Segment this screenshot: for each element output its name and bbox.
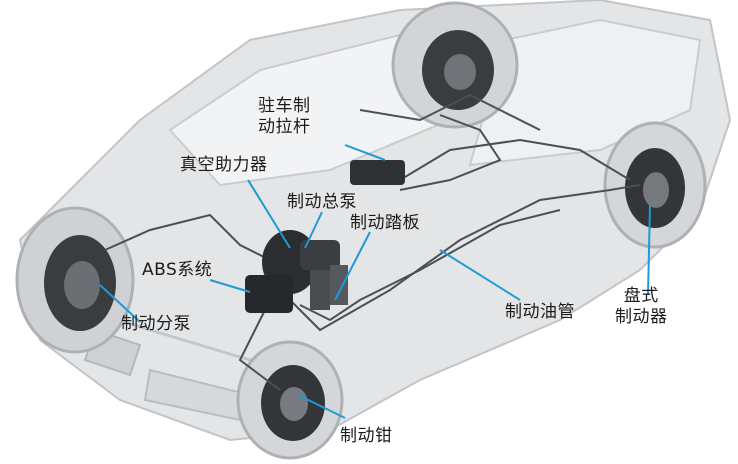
brake-component-cluster [245, 160, 405, 313]
leader-vacuum-booster [247, 179, 291, 249]
label-abs-system: ABS系统 [142, 260, 213, 280]
leader-caliper [297, 394, 346, 419]
label-disc-brake-line2: 制动器 [615, 307, 668, 327]
leader-disc-brake [647, 204, 651, 296]
brake-lines [104, 93, 641, 391]
front-left-wheel [15, 206, 135, 354]
car-body [18, 0, 732, 442]
leader-brake-line [439, 249, 521, 301]
label-parking-brake-line1: 驻车制 [258, 96, 311, 116]
label-brake-line: 制动油管 [505, 302, 575, 322]
label-parking-brake-line2: 动拉杆 [258, 117, 311, 137]
leader-parking-brake [344, 144, 386, 161]
label-vacuum-booster: 真空助力器 [180, 155, 268, 175]
leader-wheel-cylinder [99, 284, 141, 323]
rear-right-wheel [603, 121, 707, 249]
label-parking-brake-lever: 驻车制 动拉杆 [258, 96, 311, 138]
rear-left-wheel [391, 1, 519, 129]
label-disc-brake-line1: 盘式 [623, 286, 659, 306]
label-brake-caliper: 制动钳 [340, 426, 393, 446]
label-wheel-cylinder: 制动分泵 [121, 314, 191, 334]
leader-master-cylinder [304, 211, 323, 249]
leader-lines [99, 144, 651, 419]
front-right-wheel [236, 340, 344, 460]
label-master-cylinder: 制动总泵 [287, 192, 357, 212]
leader-abs [209, 279, 251, 293]
label-disc-brake: 盘式 制动器 [615, 286, 668, 328]
label-brake-pedal: 制动踏板 [350, 213, 420, 233]
leader-brake-pedal [334, 231, 371, 301]
